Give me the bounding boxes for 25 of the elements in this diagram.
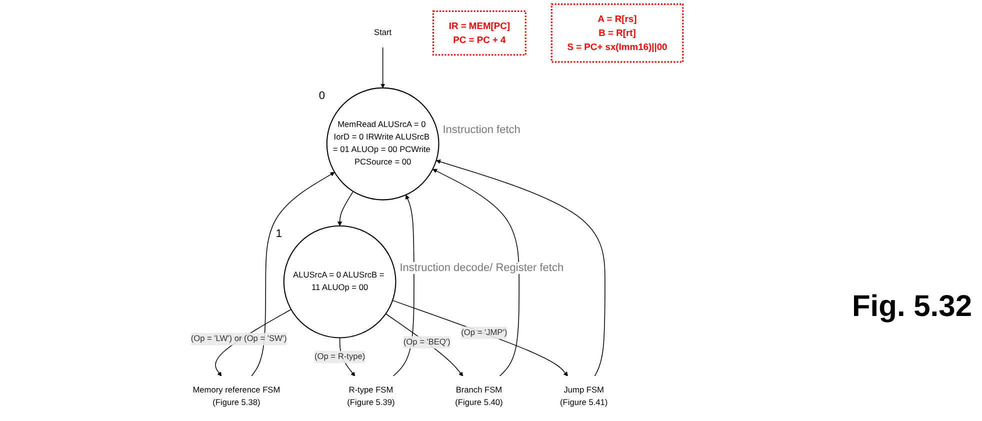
figure-number: Fig. 5.32 [852,290,972,324]
state-caption: Instruction fetch [442,124,520,136]
arrow [392,194,414,377]
edge-label: (Op = 'LW') or (Op = 'SW') [190,334,287,344]
arrow [385,313,464,376]
edge-label: (Op = R-type) [314,352,366,362]
arrow [380,46,386,88]
node-text: R-type FSM (Figure 5.39) [347,386,395,407]
arrow [392,300,568,376]
state-number: 1 [276,228,282,240]
arrow [436,160,606,377]
edge-label: (Op = 'JMP') [461,328,508,337]
node-text: Branch FSM (Figure 5.40) [455,386,503,407]
node-text: Start [374,28,392,38]
node-box: A = R[rs] B = R[rt] S = PC+ sx(Imm16)||00 [550,3,684,63]
arrow [338,190,354,226]
node-box: IR = MEM[PC] PC = PC + 4 [432,10,526,56]
edge-label: (Op = 'BEQ') [403,338,450,347]
state-number: 0 [318,90,325,102]
node-circle: MemRead ALUSrcA = 0 IorD = 0 IRWrite ALUSrcB = 01 ALUOp = 00 PCWrite PCSource = 00 [326,87,440,200]
arrow [251,172,335,377]
node-text: Jump FSM (Figure 5.41) [560,386,608,407]
node-text: Memory reference FSM (Figure 5.38) [192,386,280,407]
state-caption: Instruction decode/ Register fetch [400,262,564,274]
arrow [432,168,520,377]
